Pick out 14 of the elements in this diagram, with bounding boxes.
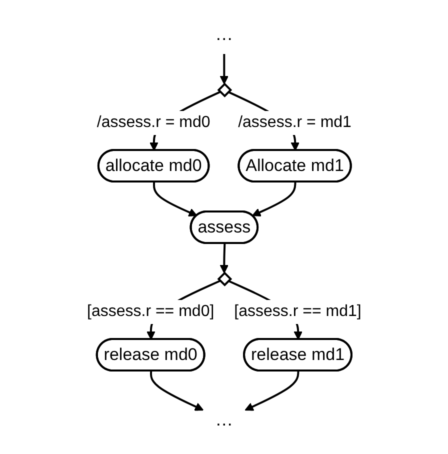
edge-label: [assess.r == md1] [234,302,362,320]
edge-label: [assess.r == md0] [86,302,214,320]
arrow [150,370,204,411]
arrow [252,182,296,216]
edge-label: /assess.r = md1 [238,114,352,131]
node-diamond [217,271,232,286]
arrow [152,182,198,216]
arrow [220,243,228,274]
arrow [244,370,300,411]
node-text: … [215,24,233,44]
node-diamond [217,82,232,98]
arrow [220,54,228,84]
edge-label: /assess.r = md0 [96,114,210,131]
node-text: … [215,409,233,430]
